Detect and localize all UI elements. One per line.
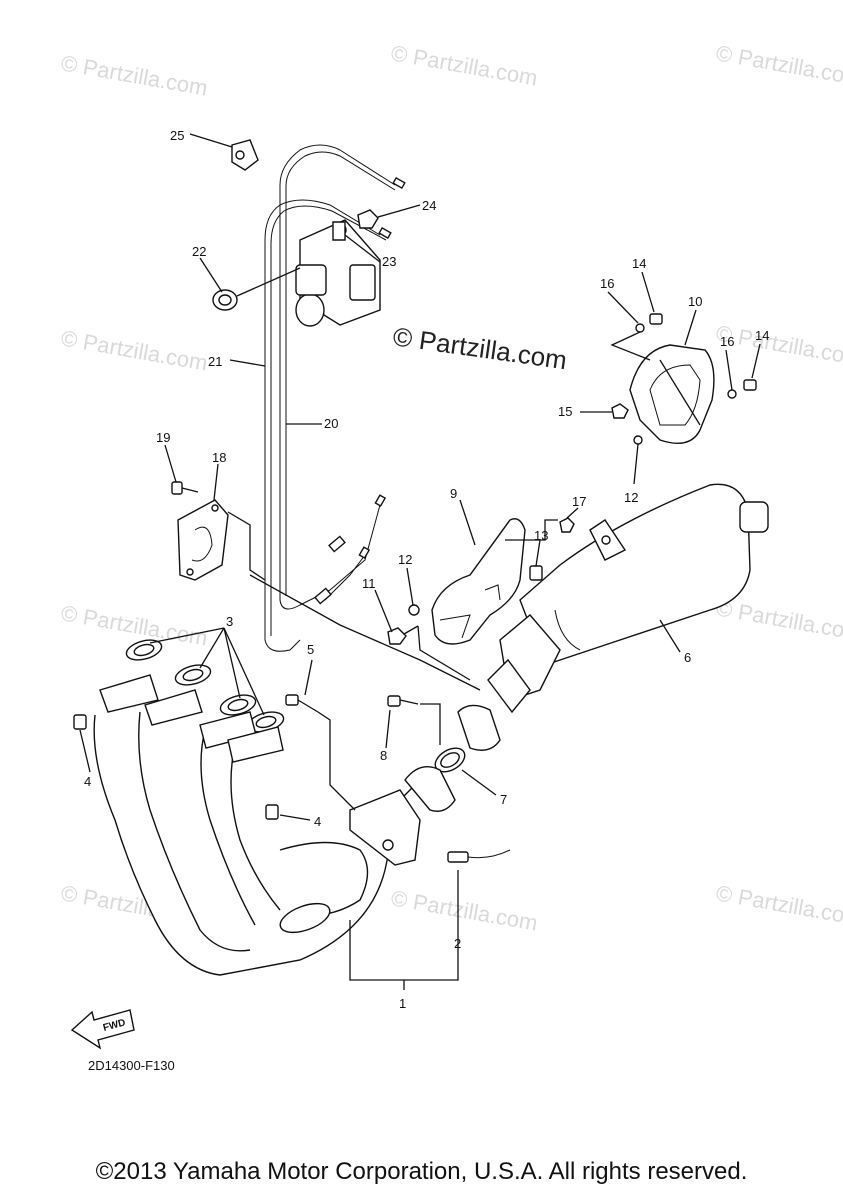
watermark: © Partzilla.com [59, 50, 209, 100]
callout-25: 25 [170, 128, 184, 143]
callout-labels: 1 2 3 4 4 5 6 7 8 9 10 11 12 12 13 14 14… [84, 128, 769, 1011]
copyright-notice: ©2013 Yamaha Motor Corporation, U.S.A. A… [95, 1158, 748, 1185]
callout-18: 18 [212, 450, 226, 465]
cable-clamp-icon [231, 139, 259, 171]
callout-3: 3 [226, 614, 233, 629]
callout-8: 8 [380, 748, 387, 763]
watermark: © Partzilla.com [714, 595, 843, 645]
callout-14: 14 [755, 328, 769, 343]
callout-12: 12 [624, 490, 638, 505]
cover-gasket-icon [177, 499, 229, 581]
callout-5: 5 [307, 642, 314, 657]
callout-17: 17 [572, 494, 586, 509]
exhaust-pipe-assembly-icon [93, 711, 511, 976]
callout-12: 12 [398, 552, 412, 567]
callout-16: 16 [720, 334, 734, 349]
diagram-code: 2D14300-F130 [88, 1058, 175, 1073]
bolt-and-washer-icon [387, 604, 420, 645]
callout-23: 23 [382, 254, 396, 269]
muffler-end-cover-icon [629, 344, 715, 444]
forward-direction-icon: FWD [70, 1009, 135, 1050]
callout-21: 21 [208, 354, 222, 369]
callout-6: 6 [684, 650, 691, 665]
callout-13: 13 [534, 528, 548, 543]
callout-15: 15 [558, 404, 572, 419]
callout-11: 11 [362, 576, 376, 591]
muffler-icon [457, 483, 769, 751]
callout-9: 9 [450, 486, 457, 501]
bolt-icon [171, 481, 199, 495]
grommet-icon [212, 289, 238, 311]
joint-gasket-icon [387, 695, 466, 773]
center-watermark: © Partzilla.com [391, 321, 569, 375]
exhaust-flanges-icon [73, 639, 319, 820]
collar-nut-icon [357, 209, 379, 229]
cable-assembly-icon [264, 144, 406, 652]
callout-10: 10 [688, 294, 702, 309]
callout-20: 20 [324, 416, 338, 431]
watermark: © Partzilla.com [389, 885, 539, 935]
callout-22: 22 [192, 244, 206, 259]
callout-14: 14 [632, 256, 646, 271]
callout-2: 2 [454, 936, 461, 951]
screws-and-washers-icon [611, 313, 757, 445]
callout-4: 4 [314, 814, 321, 829]
watermark: © Partzilla.com [714, 40, 843, 90]
watermark: © Partzilla.com [59, 325, 209, 375]
callout-16: 16 [600, 276, 614, 291]
muffler-protector-icon [431, 518, 526, 645]
callout-7: 7 [500, 792, 507, 807]
nut-and-damper-icon [529, 517, 575, 581]
callout-19: 19 [156, 430, 170, 445]
watermark: © Partzilla.com [389, 40, 539, 90]
callout-24: 24 [422, 198, 436, 213]
watermark: © Partzilla.com [714, 880, 843, 930]
watermark: © Partzilla.com [59, 600, 209, 650]
leader-lines [79, 133, 761, 990]
exhaust-servo-motor-icon [295, 219, 381, 327]
callout-4: 4 [84, 774, 91, 789]
callout-1: 1 [399, 996, 406, 1011]
